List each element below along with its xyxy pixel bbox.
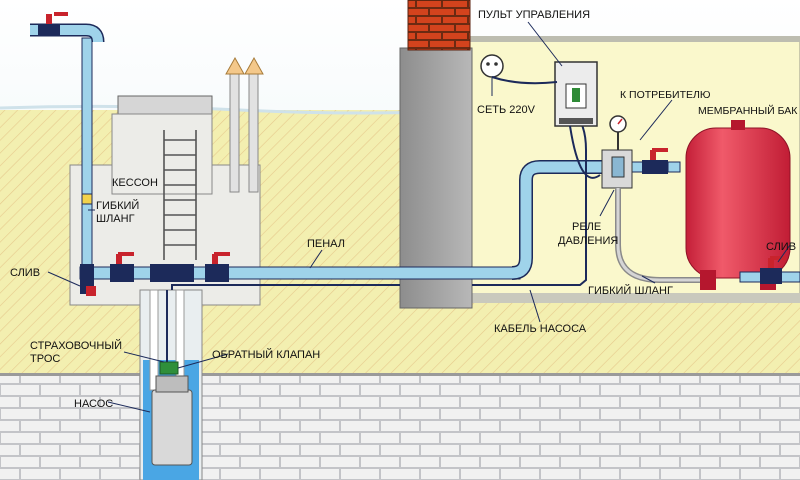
submersible-pump xyxy=(151,389,193,466)
ventilation-pipes xyxy=(225,56,264,193)
check-valve-body xyxy=(159,361,179,375)
left-vertical-pipe xyxy=(30,23,105,274)
label-pressure-relay-1: РЕЛЕ xyxy=(572,221,601,233)
valve-right xyxy=(205,264,229,282)
leader-lines xyxy=(47,21,791,413)
label-check-valve: ОБРАТНЫЙ КЛАПАН xyxy=(212,348,320,361)
label-caisson: КЕССОН xyxy=(112,177,158,189)
label-safety-rope-2: ТРОС xyxy=(30,353,60,365)
top-valve xyxy=(38,12,68,36)
label-mains-220v: СЕТЬ 220V xyxy=(477,104,536,116)
label-flex-hose-right: ГИБКИЙ ШЛАНГ xyxy=(588,284,673,297)
consumer-valve xyxy=(642,148,681,174)
label-pump-cable: КАБЕЛЬ НАСОСА xyxy=(494,323,587,335)
drain-right-fitting xyxy=(739,256,800,284)
caisson-lid xyxy=(117,95,213,115)
floor-slab xyxy=(470,293,800,303)
ladder xyxy=(163,130,197,260)
control-panel xyxy=(554,61,598,127)
tee-fitting xyxy=(150,264,194,282)
label-control-panel: ПУЛЬТ УПРАВЛЕНИЯ xyxy=(478,9,590,21)
power-socket xyxy=(480,54,558,85)
label-safety-rope-1: СТРАХОВОЧНЫЙ xyxy=(30,339,122,352)
label-pump: НАСОС xyxy=(74,398,113,410)
label-drain-left: СЛИВ xyxy=(10,267,40,279)
label-casing: ПЕНАЛ xyxy=(307,238,345,250)
label-membrane-tank: МЕМБРАННЫЙ БАК xyxy=(698,104,798,117)
house-wall xyxy=(399,47,473,309)
membrane-tank xyxy=(685,120,791,290)
label-drain-right: СЛИВ xyxy=(766,241,796,253)
valve-left xyxy=(110,264,134,282)
brick-foundation xyxy=(0,375,800,480)
label-flex-hose-left-1: ГИБКИЙ xyxy=(96,199,139,212)
label-to-consumer: К ПОТРЕБИТЕЛЮ xyxy=(620,89,711,101)
chimney xyxy=(407,0,471,51)
pump-cable-line xyxy=(171,284,400,290)
label-flex-hose-left-2: ШЛАНГ xyxy=(96,213,135,225)
pressure-relay xyxy=(569,115,633,189)
label-pressure-relay-2: ДАВЛЕНИЯ xyxy=(558,235,618,247)
